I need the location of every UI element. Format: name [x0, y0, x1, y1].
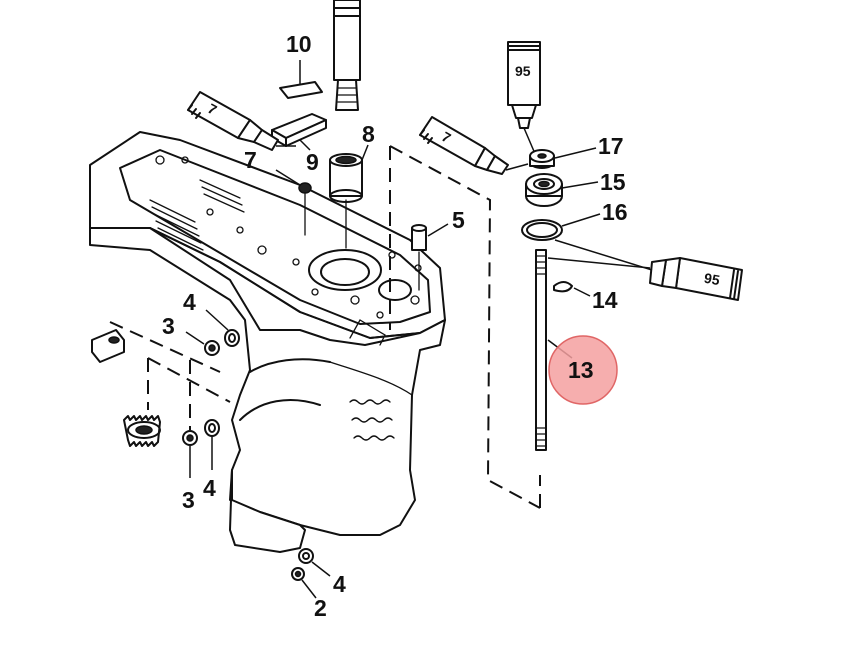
callout-3-upper: 3 [162, 313, 175, 339]
callout-9: 9 [306, 149, 319, 175]
callout-10: 10 [286, 31, 312, 57]
callout-7: 7 [244, 147, 257, 173]
tube-95-top [507, 41, 541, 157]
part-17-seal [529, 147, 597, 169]
part-14-clip [553, 281, 591, 297]
dashed-assembly-lines [109, 145, 541, 509]
callout-2: 2 [314, 595, 327, 621]
part-15-grommet [525, 173, 599, 207]
callout-16: 16 [602, 199, 628, 225]
part-4-washer-upper [205, 309, 240, 347]
driveshaft [333, 0, 361, 111]
callout-4-lower: 4 [203, 475, 216, 501]
part-16-oring [521, 213, 601, 241]
callout-17: 17 [598, 133, 624, 159]
callout-3-lower: 3 [182, 487, 195, 513]
callout-8: 8 [362, 121, 375, 147]
callout-15: 15 [600, 169, 626, 195]
part-9-pad [271, 113, 327, 151]
callout-4-bottom: 4 [333, 571, 346, 597]
part-4-washer-lower [204, 419, 220, 470]
part-13-stud [535, 249, 573, 451]
tube-label-95-right: 95 [703, 270, 721, 288]
part-5-dowel [411, 223, 449, 251]
tube-label-95-top: 95 [515, 63, 531, 79]
highlight-circle-13 [548, 335, 618, 405]
callout-13: 13 [568, 357, 594, 383]
alignment-lines [304, 193, 420, 291]
callout-4-upper: 4 [183, 289, 196, 315]
callout-5: 5 [452, 207, 465, 233]
part-gear [123, 415, 161, 447]
part-10-shim [279, 60, 323, 99]
part-2-plug-bottom [291, 567, 317, 599]
gearcase-housing [89, 131, 446, 553]
callout-14: 14 [592, 287, 618, 313]
tube-7-upper [187, 91, 296, 151]
part-8-bearing [329, 144, 369, 203]
tube-95-right [547, 239, 743, 301]
part-3-screw-lower [182, 430, 198, 478]
left-block-part [91, 329, 125, 363]
part-7-plug [275, 169, 312, 194]
part-4-washer-bottom [298, 548, 331, 577]
tube-7-right [419, 116, 529, 175]
part-3-screw-upper [185, 331, 220, 356]
